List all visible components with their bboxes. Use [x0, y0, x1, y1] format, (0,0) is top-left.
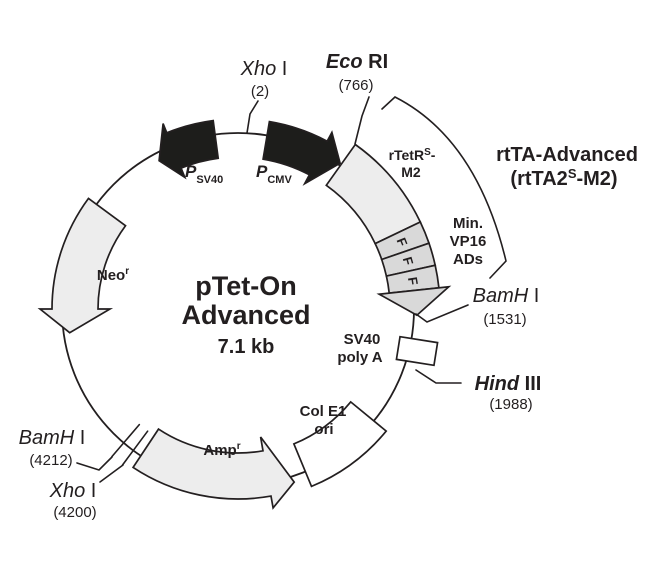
sv40-polya-label-line1: SV40: [344, 331, 381, 348]
ecori-label: Eco RI: [326, 51, 388, 73]
rtta-bracket: [381, 96, 507, 279]
f-repeat-letter-2: F: [400, 255, 417, 267]
vp16-label-line2: VP16: [450, 233, 487, 250]
bamh1531-position: (1531): [483, 311, 526, 328]
xho-top-leader: [246, 100, 259, 134]
bamh1531-leader: [415, 304, 469, 323]
hind3-leader: [415, 369, 462, 384]
ecori-leader: [354, 96, 370, 145]
neo-arrow: [37, 197, 127, 334]
f-repeat-letter-3: F: [405, 276, 421, 286]
bamh4212-leader: [76, 456, 113, 471]
pcmv-promoter-arrow: [262, 120, 342, 186]
plasmid-name-line2: Advanced: [181, 300, 310, 330]
xho-top-label: Xho I: [240, 58, 288, 80]
rtetr-label-line2: M2: [401, 164, 421, 180]
vp16-label-line1: Min.: [453, 215, 483, 232]
hind3-label: Hind III: [475, 373, 542, 395]
rtta-arrowhead: [376, 285, 452, 317]
plasmid-name-line1: pTet-On: [195, 271, 296, 301]
cole1-label-line1: Col E1: [300, 403, 347, 420]
rtetr-label-line1: rTetRS-: [389, 147, 436, 163]
amp-arrow: [131, 427, 296, 510]
xho4200-label: Xho I: [49, 480, 97, 502]
cole1-label-line2: ori: [314, 421, 333, 438]
bamh4212-tick: [111, 423, 141, 458]
ecori-position: (766): [338, 77, 373, 94]
psv40-label: PSV40: [185, 162, 223, 186]
hind3-position: (1988): [489, 396, 532, 413]
amp-label: Ampr: [203, 441, 240, 459]
rtta-callout-line1: rtTA-Advanced: [496, 144, 638, 166]
xho4200-tick: [121, 430, 149, 466]
rtta-callout-line2: (rtTA2S-M2): [510, 166, 617, 190]
cole1-segment: [292, 400, 388, 488]
bamh4212-label: BamH I: [19, 427, 86, 449]
vp16-label-line3: ADs: [453, 251, 483, 268]
xho4200-leader: [99, 464, 124, 483]
psv40-promoter-arrow: [158, 119, 220, 180]
xho-top-position: (2): [251, 83, 269, 100]
bamh1531-label: BamH I: [473, 285, 540, 307]
xho4200-position: (4200): [53, 504, 96, 521]
bamh4212-position: (4212): [29, 452, 72, 469]
pcmv-label: PCMV: [256, 162, 292, 186]
neo-label: Neor: [97, 266, 129, 284]
sv40-polya-label-line2: poly A: [337, 349, 382, 366]
sv40-polya-box: [395, 335, 439, 367]
plasmid-size-label: 7.1 kb: [218, 336, 275, 358]
